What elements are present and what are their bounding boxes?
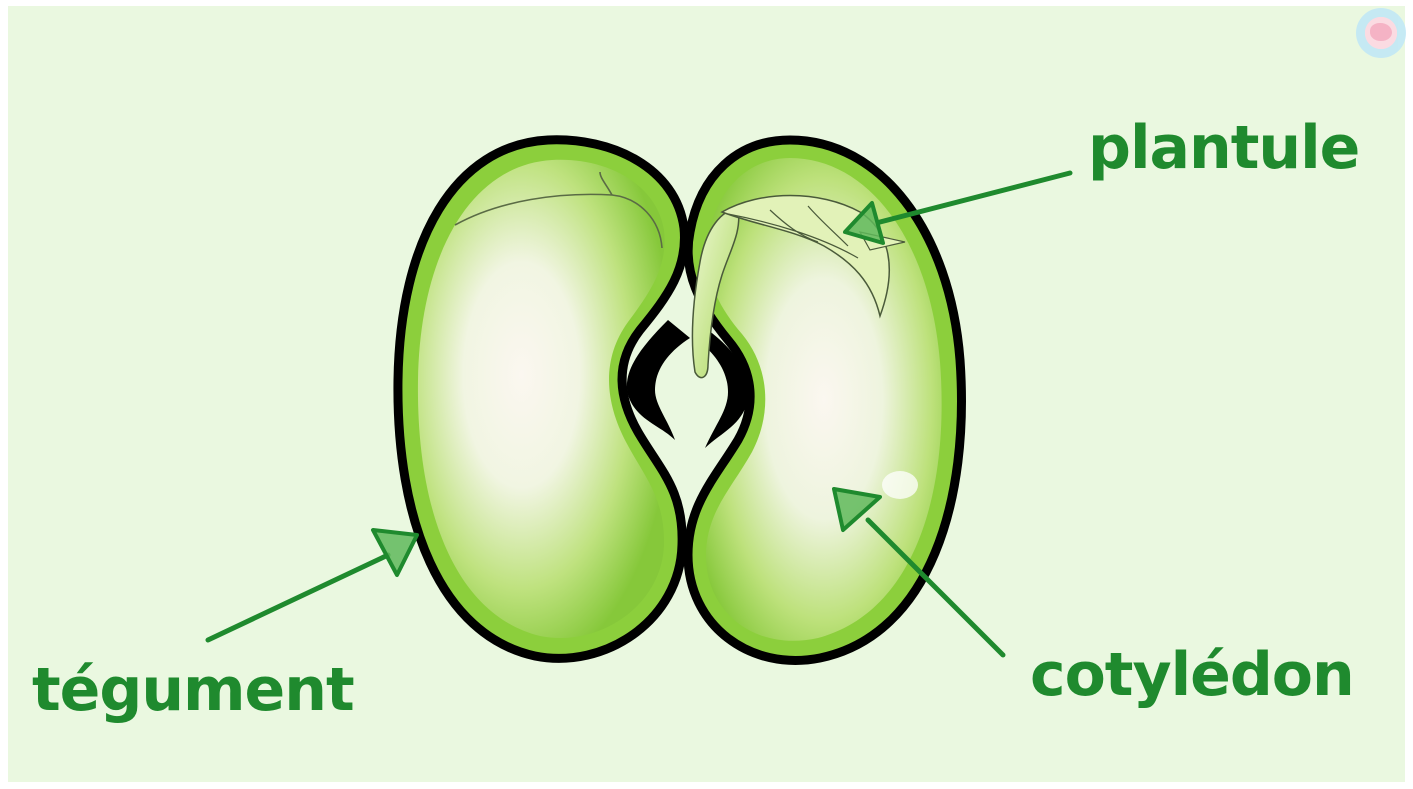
label-cotyledon: cotylédon [1030, 645, 1354, 705]
label-plantule: plantule [1088, 118, 1359, 178]
cotyledon-highlight [882, 471, 918, 499]
label-tegument: tégument [32, 660, 354, 720]
brain-logo-icon [1356, 8, 1406, 58]
arrow-tegument [208, 530, 417, 640]
